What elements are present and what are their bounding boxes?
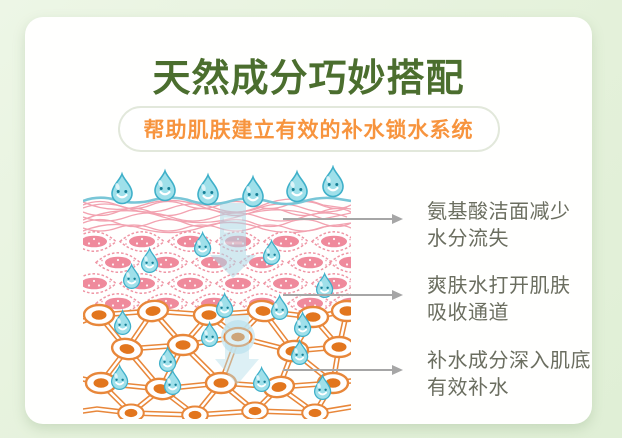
annotation-1-arrow bbox=[283, 214, 403, 224]
subtitle-pill: 帮助肌肤建立有效的补水锁水系统 bbox=[117, 106, 500, 152]
down-arrow-icon bbox=[215, 315, 259, 385]
skin-layers-illustration bbox=[83, 165, 351, 419]
annotation-2-line-2: 吸收通道 bbox=[427, 302, 509, 324]
annotation-2-line-1: 爽肤水打开肌肤 bbox=[427, 275, 571, 297]
page-title: 天然成分巧妙搭配 bbox=[152, 58, 465, 100]
annotation-3-arrow bbox=[283, 365, 403, 375]
annotation-2-arrow bbox=[283, 290, 403, 300]
annotation-1-line-1: 氨基酸洁面减少 bbox=[427, 201, 571, 223]
fiber-layer bbox=[83, 198, 351, 234]
annotation-3-line-1: 补水成分深入肌底 bbox=[427, 350, 591, 372]
annotation-3-line-2: 有效补水 bbox=[427, 377, 509, 399]
corneocyte-layer bbox=[83, 231, 351, 314]
subtitle-text: 帮助肌肤建立有效的补水锁水系统 bbox=[143, 119, 474, 142]
annotation-2-text: 爽肤水打开肌肤 吸收通道 bbox=[427, 273, 612, 327]
annotation-1-line-2: 水分流失 bbox=[427, 228, 509, 250]
down-arrow-icon bbox=[210, 203, 256, 278]
annotation-1-text: 氨基酸洁面减少 水分流失 bbox=[427, 199, 612, 253]
content-card: 天然成分巧妙搭配 帮助肌肤建立有效的补水锁水系统 bbox=[25, 17, 592, 424]
annotation-3-text: 补水成分深入肌底 有效补水 bbox=[427, 348, 612, 402]
